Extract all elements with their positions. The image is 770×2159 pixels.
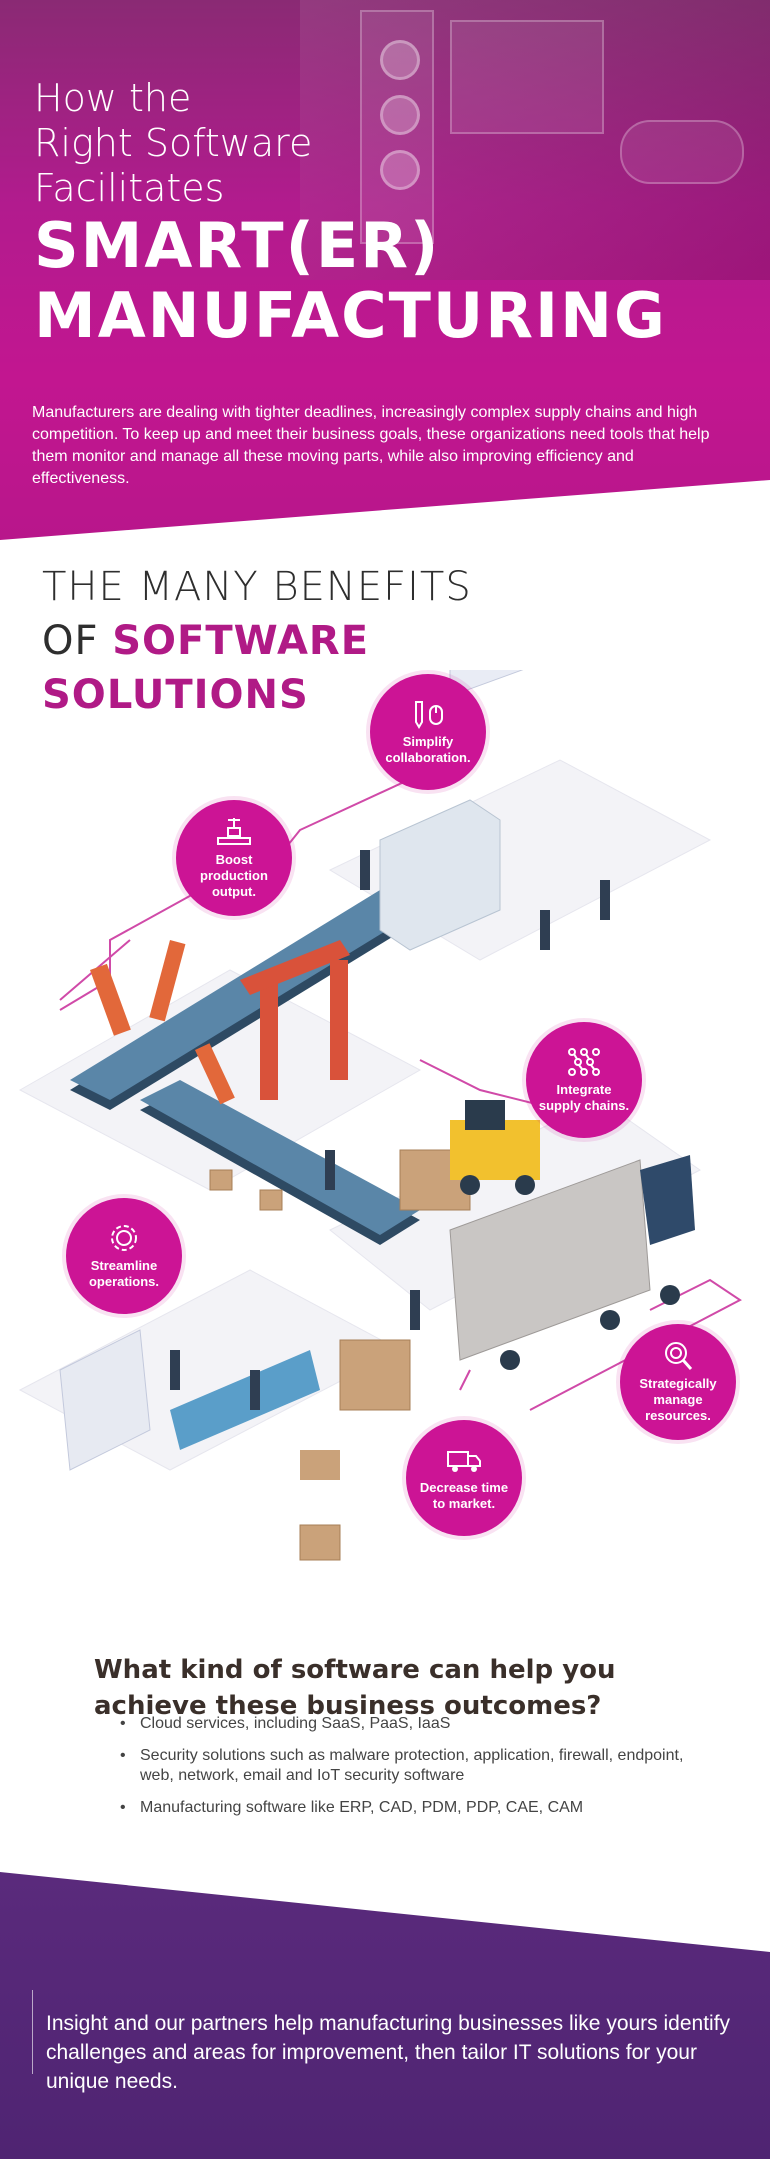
hero-intro-text: Manufacturers are dealing with tighter d… xyxy=(32,404,710,487)
benefits-heading-highlight: SOLUTIONS xyxy=(42,672,309,718)
benefit-label: Streamline operations. xyxy=(88,1258,160,1289)
benefit-badge-time-to-market: Decrease time to market. xyxy=(406,1420,522,1536)
boxes xyxy=(209,1149,471,1561)
factory-illustration: Simplify collaboration. Boost production… xyxy=(0,571,770,1590)
benefits-heading: THE MANY BENEFITS OF SOFTWARE SOLUTIONS xyxy=(42,560,472,722)
footer-divider xyxy=(32,1990,33,2074)
robot-arms xyxy=(90,940,235,1105)
office-area xyxy=(59,1329,340,1480)
list-item: Manufacturing software like ERP, CAD, PD… xyxy=(120,1798,700,1818)
software-list: Cloud services, including SaaS, PaaS, Ia… xyxy=(120,1714,700,1830)
hero-title-line: Right Software xyxy=(34,121,313,165)
benefit-label: Decrease time to market. xyxy=(419,1480,509,1511)
benefit-badge-resources: Strategically manage resources. xyxy=(620,1324,736,1440)
gantry-frame xyxy=(240,940,350,1100)
benefit-badge-production: Boost production output. xyxy=(176,800,292,916)
pen-mouse-icon xyxy=(415,701,443,729)
benefit-label: Strategically manage resources. xyxy=(639,1376,717,1423)
truck xyxy=(449,1155,695,1370)
hero-banner: How the Right Software Facilitates SMART… xyxy=(0,0,770,540)
benefit-badge-supply-chains: Integrate supply chains. xyxy=(526,1022,642,1138)
benefit-label: Simplify collaboration. xyxy=(385,734,471,765)
hero-title-bold: SMART(ER) xyxy=(34,209,441,282)
footer-text: Insight and our partners help manufactur… xyxy=(46,2012,731,2093)
people xyxy=(170,850,610,1410)
delivery-truck-icon xyxy=(447,1451,481,1472)
magnifier-icon xyxy=(665,1342,693,1370)
list-item: Cloud services, including SaaS, PaaS, Ia… xyxy=(120,1714,700,1734)
assembly-line-icon xyxy=(217,818,251,845)
benefit-label: Integrate supply chains. xyxy=(538,1082,630,1113)
machine-operator-photo xyxy=(300,0,770,280)
hero-title-bold: MANUFACTURING xyxy=(34,279,667,352)
benefit-label: Boost production output. xyxy=(200,852,268,899)
hero-title-line: How the xyxy=(34,76,192,120)
benefit-badge-operations: Streamline operations. xyxy=(66,1198,182,1314)
benefits-heading-highlight: SOFTWARE xyxy=(112,618,370,664)
benefit-badge-collaboration: Simplify collaboration. xyxy=(370,674,486,790)
factory-scene xyxy=(18,571,742,1561)
software-question-heading: What kind of software can help you achie… xyxy=(94,1654,616,1721)
benefits-heading-line: THE MANY BENEFITS xyxy=(42,564,472,610)
gear-cycle-icon xyxy=(111,1225,137,1251)
benefits-heading-prefix: OF xyxy=(42,618,113,664)
forklift xyxy=(450,1100,540,1195)
list-item: Security solutions such as malware prote… xyxy=(120,1746,700,1786)
hero-title-line: Facilitates xyxy=(34,166,225,210)
hero-title: How the Right Software Facilitates SMART… xyxy=(34,76,667,351)
network-nodes-icon xyxy=(568,1048,600,1076)
